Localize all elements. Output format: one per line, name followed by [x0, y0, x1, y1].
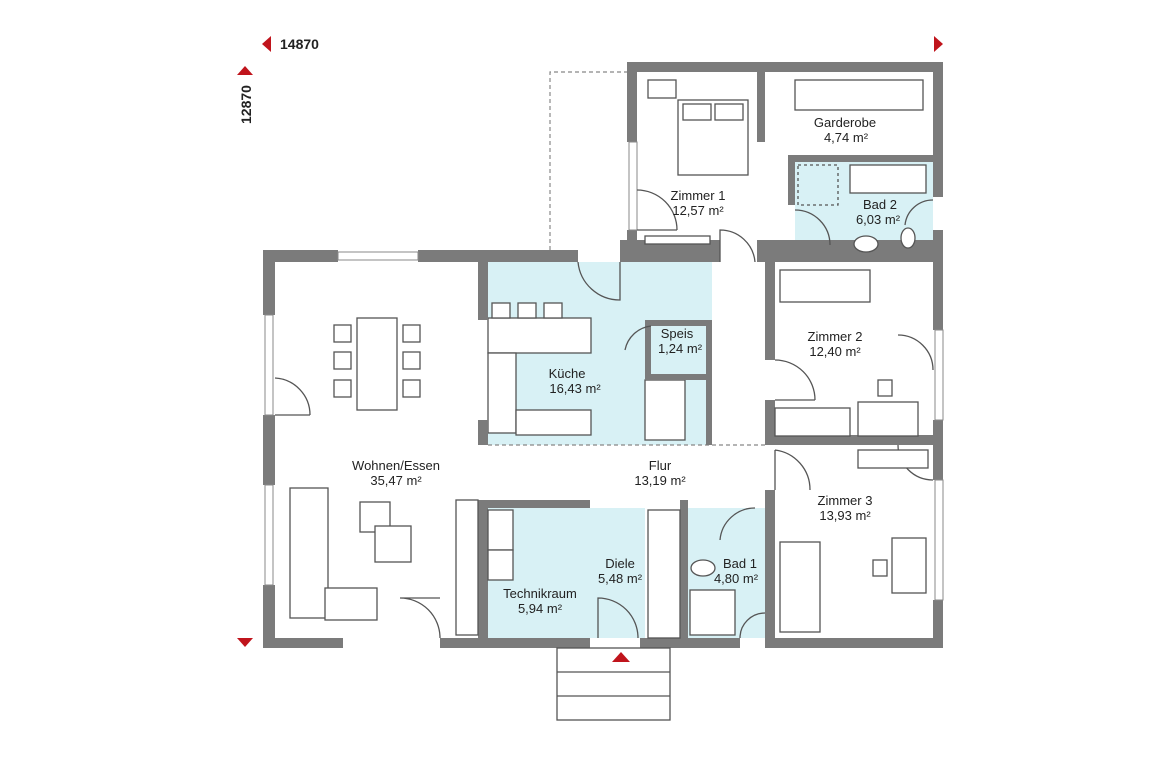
room-area-garderobe: 4,74 m²	[824, 130, 869, 145]
walls	[263, 62, 943, 648]
window-wohnen	[264, 314, 274, 416]
room-area-bad1: 4,80 m²	[714, 571, 759, 586]
room-area-zimmer3: 13,93 m²	[819, 508, 871, 523]
room-name-bad1: Bad 1	[723, 556, 757, 571]
room-name-technikraum: Technikraum	[503, 586, 577, 601]
kitchen-counter-bottom	[515, 409, 592, 436]
window-zimmer1	[628, 141, 638, 231]
room-name-kueche: Küche	[549, 366, 586, 381]
dimension-marker-top	[237, 66, 253, 75]
room-name-zimmer2: Zimmer 2	[808, 329, 863, 344]
room-name-bad2: Bad 2	[863, 197, 897, 212]
room-area-bad2: 6,03 m²	[856, 212, 901, 227]
entrance-steps	[556, 647, 671, 721]
room-name-garderobe: Garderobe	[814, 115, 876, 130]
room-area-flur: 13,19 m²	[634, 473, 686, 488]
room-area-zimmer1: 12,57 m²	[672, 203, 724, 218]
room-name-zimmer3: Zimmer 3	[818, 493, 873, 508]
room-area-speis: 1,24 m²	[658, 341, 703, 356]
dimension-marker-bottom	[237, 638, 253, 647]
window-zimmer2	[934, 329, 944, 421]
entrance-marker	[612, 652, 630, 662]
room-area-zimmer2: 12,40 m²	[809, 344, 861, 359]
technik-diele-tile	[488, 508, 645, 638]
window-zimmer3	[934, 479, 944, 601]
dimension-marker-left	[262, 36, 271, 52]
room-name-flur: Flur	[649, 458, 672, 473]
room-name-speis: Speis	[661, 326, 694, 341]
room-area-technikraum: 5,94 m²	[518, 601, 563, 616]
room-area-diele: 5,48 m²	[598, 571, 643, 586]
window-wohnen-2	[264, 484, 274, 586]
width-dimension: 14870	[280, 36, 319, 52]
terrace-outline	[549, 71, 627, 250]
room-labels: Zimmer 1 12,57 m² Garderobe 4,74 m² Bad …	[352, 115, 901, 616]
room-name-zimmer1: Zimmer 1	[671, 188, 726, 203]
kitchen-island	[487, 317, 592, 354]
room-name-wohnen: Wohnen/Essen	[352, 458, 440, 473]
room-area-kueche: 16,43 m²	[549, 381, 601, 396]
doors	[274, 189, 934, 639]
room-name-diele: Diele	[605, 556, 635, 571]
furniture	[289, 79, 929, 639]
kitchen-counter	[487, 352, 517, 434]
kitchen-tall-cabinet	[644, 379, 686, 441]
terrace-door-window	[337, 251, 419, 261]
room-area-wohnen: 35,47 m²	[370, 473, 422, 488]
dimension-marker-right	[934, 36, 943, 52]
depth-dimension: 12870	[238, 85, 254, 124]
